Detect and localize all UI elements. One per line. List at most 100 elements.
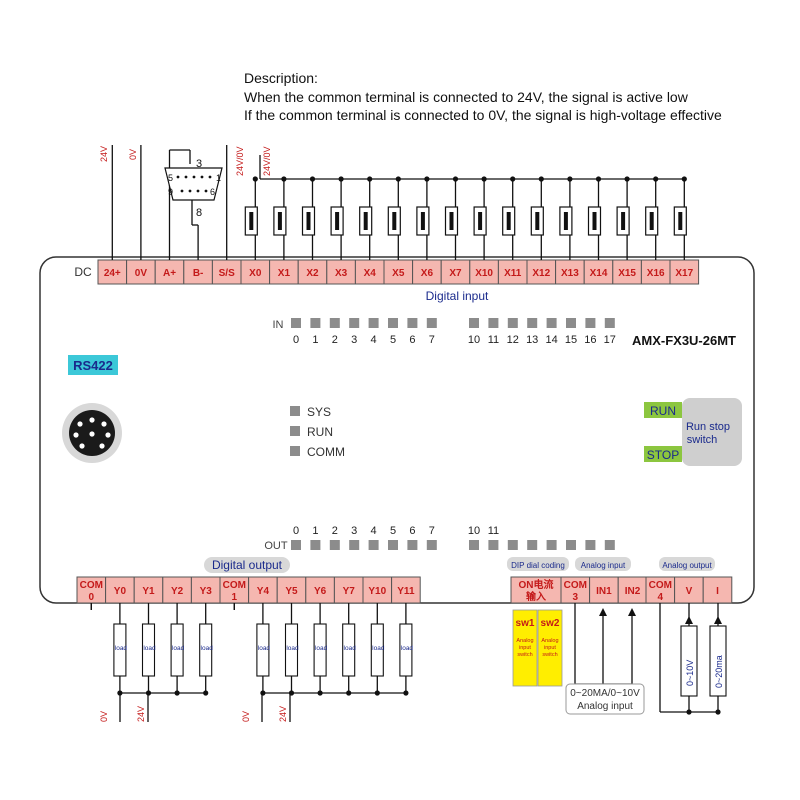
in-led-num: 11: [488, 334, 499, 346]
terminal-x11-label: X11: [504, 268, 522, 279]
resistor-0-10v: [680, 625, 698, 697]
analog-in2-arrow-icon: [628, 608, 636, 616]
terminal-y7-box: [333, 576, 364, 604]
description-line-1: When the common terminal is connected to…: [244, 89, 688, 105]
in-led-num: 4: [371, 334, 377, 346]
out-led: [488, 540, 499, 550]
in-led-2: [329, 318, 340, 328]
run-badge: [644, 402, 682, 418]
out-led: [507, 540, 518, 550]
in-led-num: 3: [351, 334, 357, 346]
out-leds-label: OUT: [264, 540, 288, 552]
terminal-in2-box: [617, 576, 648, 604]
terminal-y0-box: [105, 576, 135, 604]
terminal-x11-box: [497, 259, 528, 285]
db9-pin-dot: [188, 189, 192, 193]
resistor-0-10v-label: 0~10V: [685, 660, 695, 686]
terminal-y11-label: Y11: [397, 586, 415, 597]
in-led-num: 10: [468, 334, 480, 346]
input-switch-lever: [335, 212, 340, 230]
digital-output-badge: [204, 557, 290, 573]
terminal-com1-box: [219, 576, 250, 604]
db9-pin-dot: [184, 175, 188, 179]
in-led-14: [546, 318, 557, 328]
out-led-num: 5: [390, 525, 396, 537]
analog-output-label: Analog output: [662, 561, 712, 570]
input-switch-lever: [563, 212, 568, 230]
analog-out-dot: [715, 709, 721, 715]
terminal-y2-label: Y2: [171, 586, 184, 597]
label-24v-bottom: 24V: [278, 706, 288, 722]
input-switch-lever: [592, 212, 597, 230]
db9-connector-icon: [164, 167, 223, 201]
out-led: [426, 540, 437, 550]
terminal-in1-label: IN1: [596, 586, 612, 597]
input-switch-lever: [277, 212, 282, 230]
terminal-i-label: I: [716, 586, 719, 597]
terminal-x17-label: X17: [675, 268, 693, 279]
input-switch-lever: [506, 212, 511, 230]
rs422-pin-dot: [77, 421, 83, 427]
db9-pin-dot: [200, 175, 204, 179]
db9-pin-dot: [192, 175, 196, 179]
description-heading: Description:: [244, 70, 318, 86]
resistor-0-20ma-label: 0~20ma: [714, 655, 724, 688]
run-label: RUN: [650, 404, 676, 418]
terminal-x14-label: X14: [590, 268, 608, 279]
input-switch-lever: [392, 212, 397, 230]
in-led-num: 5: [390, 334, 396, 346]
status-led-label: SYS: [307, 405, 331, 419]
sw2-desc: switch: [542, 652, 557, 658]
label-input-24v0v: 24V/0V: [262, 146, 272, 176]
sw2-desc: Analog: [541, 638, 558, 644]
sw2-desc: input: [544, 645, 556, 651]
db9-pin5-label: 5: [168, 173, 173, 183]
run-stop-switch-label-2: switch: [687, 434, 718, 446]
sw2-switch: [537, 609, 563, 687]
analog-in1-arrow-icon: [599, 608, 607, 616]
db9-pin1-label: 1: [216, 173, 221, 183]
input-switch-lever: [678, 212, 683, 230]
in-led-num: 1: [312, 334, 318, 346]
sw1-desc: input: [519, 645, 531, 651]
load-label: load: [258, 645, 271, 652]
input-switch-lever: [420, 212, 425, 230]
in-leds-label: IN: [273, 319, 284, 331]
in-led-num: 6: [409, 334, 415, 346]
digital-input-label: Digital input: [426, 289, 489, 303]
terminal-x4-label: X4: [364, 268, 377, 279]
label-24v-top: 24V: [99, 146, 109, 162]
load-label: load: [115, 645, 128, 652]
in-led-11: [488, 318, 499, 328]
analog-out-v-arrow-icon: [685, 616, 693, 624]
terminal-y6-label: Y6: [314, 586, 327, 597]
out-led: [388, 540, 398, 550]
rs422-pin-dot: [73, 432, 79, 438]
input-switch-lever: [535, 212, 540, 230]
in-led-num: 2: [332, 334, 338, 346]
terminal-x12-box: [526, 259, 557, 285]
terminal-x13-label: X13: [561, 268, 579, 279]
out-led: [329, 540, 340, 550]
terminal-x3-box: [326, 259, 356, 285]
terminal-com1-label-2: 1: [232, 592, 238, 603]
analog-out-dot: [686, 709, 692, 715]
out-led-num: 4: [371, 525, 377, 537]
label-0v-bottom: 0V: [99, 711, 109, 722]
terminal-com3-label-2: 3: [573, 592, 579, 603]
out-led: [604, 540, 615, 550]
terminal-com4-box: [645, 576, 676, 604]
terminal-x7-box: [440, 259, 471, 285]
terminal-x6-label: X6: [421, 268, 434, 279]
terminal-x15-box: [612, 259, 642, 285]
terminal-x0-label: X0: [249, 268, 262, 279]
terminal-b-label: B-: [193, 268, 204, 279]
db9-pin-dot: [208, 175, 212, 179]
in-led-5: [388, 318, 398, 328]
out-led-num: 1: [312, 525, 318, 537]
analog-out-i-arrow-icon: [714, 616, 722, 624]
in-led-7: [426, 318, 437, 328]
terminal-x14-box: [583, 259, 614, 285]
